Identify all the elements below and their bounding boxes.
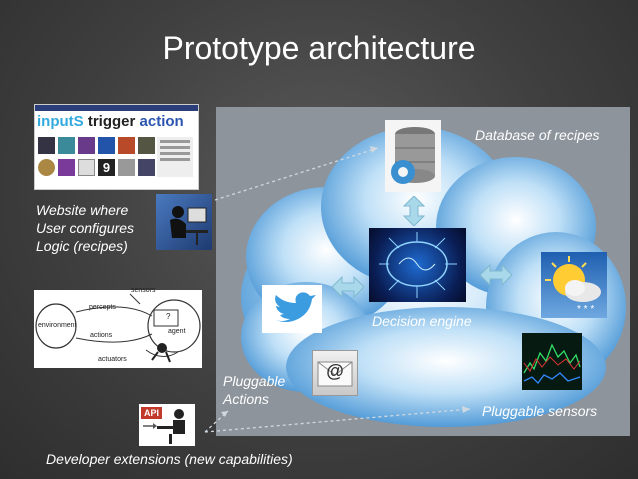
svg-text:* * *: * * * [577, 304, 594, 315]
agent-diagram-environment: environment [38, 322, 77, 329]
website-to-database-arrowhead [370, 146, 378, 153]
website-to-database-line [215, 148, 378, 200]
brain-circuit-icon [369, 228, 466, 302]
agent-diagram-actuators: actuators [98, 356, 127, 363]
api-developer-icon: API [139, 404, 195, 446]
database-label: Database of recipes [475, 126, 600, 144]
database-icon [385, 120, 441, 192]
email-icon: @ [312, 350, 358, 396]
email-at-symbol: @ [313, 361, 357, 382]
decision-engine-label: Decision engine [372, 312, 472, 330]
agent-diagram-question: ? [166, 312, 170, 321]
pluggable-actions-label-line1: Pluggable [223, 372, 285, 390]
agent-diagram-agent: agent [168, 328, 186, 335]
pluggable-sensors-label: Pluggable sensors [482, 402, 597, 420]
sensor-graph-icon [522, 333, 582, 390]
twitter-engine-arrow [332, 276, 364, 298]
developer-to-sensors-line [205, 409, 470, 432]
agent-diagram-actions: actions [90, 332, 112, 339]
decision-engine-image [369, 228, 466, 302]
weather-icon: * * * [541, 252, 607, 318]
engine-weather-arrow [480, 264, 512, 286]
developer-to-sensors-arrowhead [462, 406, 470, 413]
developer-extensions-label: Developer extensions (new capabilities) [46, 450, 293, 468]
agent-diagram: sensors percepts environment actions ? a… [34, 290, 202, 368]
api-badge: API [141, 407, 162, 419]
agent-diagram-percepts: percepts [89, 304, 116, 311]
database-engine-arrow [403, 196, 425, 226]
developer-to-actions-arrowhead [221, 411, 228, 417]
twitter-icon [262, 285, 322, 333]
pluggable-actions-label-line2: Actions [223, 390, 269, 408]
agent-diagram-sensors: sensors [131, 287, 156, 294]
